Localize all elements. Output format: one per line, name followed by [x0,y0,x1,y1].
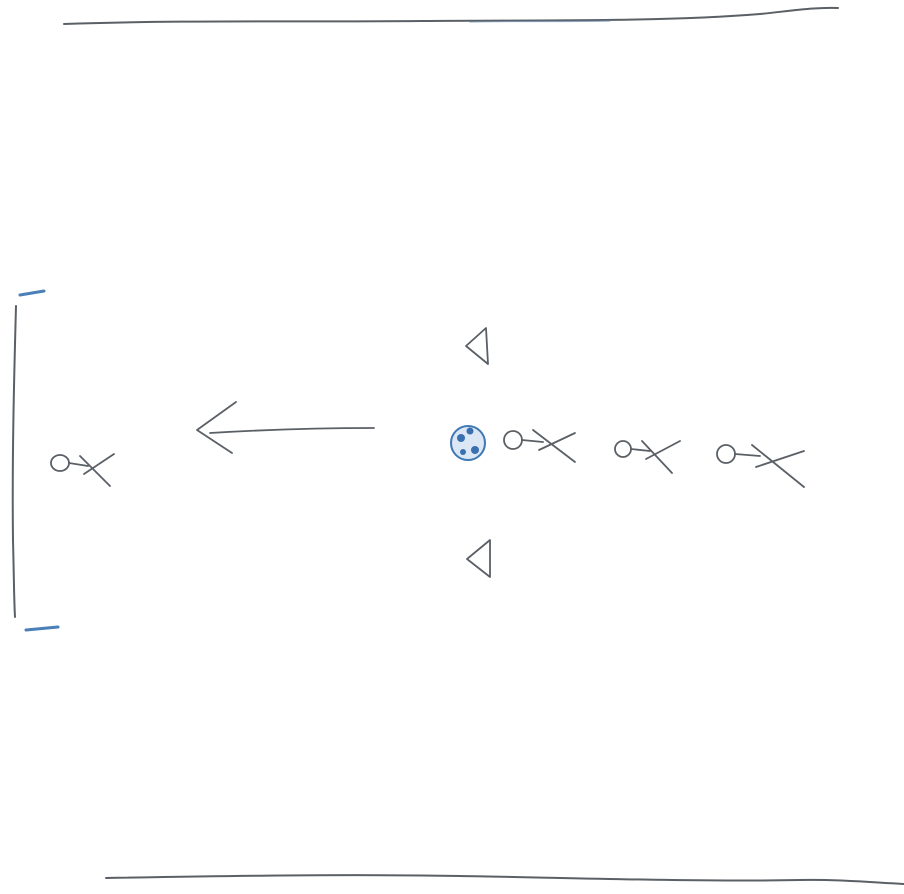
cone-icon [466,539,491,578]
arrow-left-icon [196,401,375,454]
player-body [521,429,576,463]
sideline-top-accent [469,20,611,23]
ball-icon [450,425,486,461]
queue-player [716,444,805,488]
player-body [68,453,115,487]
sideline-top [63,6,839,25]
sideline-bottom [105,874,904,885]
player-head [614,440,632,458]
goalkeeper-player [50,453,115,487]
goal-post-top [18,289,46,297]
goal-line [11,305,17,618]
arrow-head [196,401,237,454]
goal [11,289,60,632]
player-body [630,440,681,474]
ball-spot [457,434,465,442]
ball-spot [460,449,466,455]
player-head [716,444,736,464]
ball-spot [466,427,474,435]
goal-post-bottom [24,625,60,632]
ball-spot [471,446,479,454]
cone-icon [465,327,489,365]
queue-player [503,429,576,463]
player-head [50,454,70,472]
arrow-shaft [209,427,375,434]
queue-player [614,440,681,474]
player-body [734,444,805,488]
player-head [503,430,523,450]
